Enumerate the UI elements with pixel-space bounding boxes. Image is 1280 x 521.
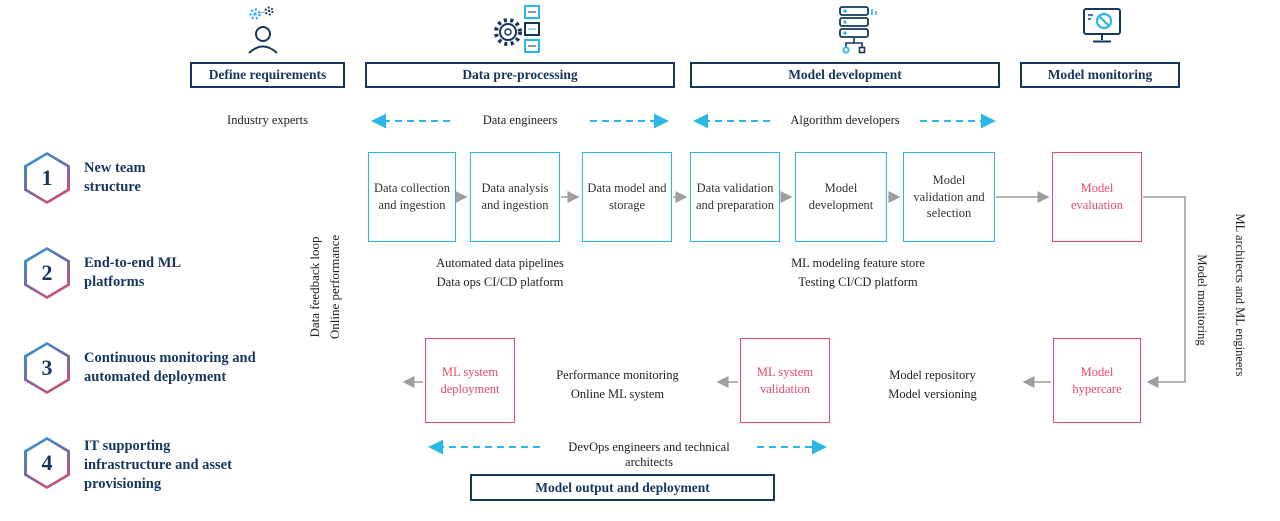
note-line: Model repository [889,368,976,382]
role-data-engineers: Data engineers [482,113,558,127]
role-algorithm-developers: Algorithm developers [790,113,900,127]
box-data-analysis: Data analysis and ingestion [470,152,560,242]
gear-documents-icon [490,2,544,61]
note-ml-feature-store: ML modeling feature store Testing CI/CD … [753,254,963,292]
step-number: 4 [27,440,67,486]
data-feedback-loop-label: Data feedback loop [307,236,322,338]
vertical-model-monitoring-label: Model monitoring [1195,254,1209,346]
vertical-feedback-label: Data feedback loop Online performance [305,212,345,362]
box-ml-system-validation: ML system validation [740,338,830,423]
phase-label: Model monitoring [1047,67,1153,82]
step-number: 3 [27,345,67,391]
box-data-model-storage: Data model and storage [582,152,672,242]
role-industry-experts: Industry experts [227,113,308,127]
note-line: Performance monitoring [556,368,679,382]
phase-model-development: Model development [690,62,1000,88]
box-model-validation: Model validation and selection [903,152,995,242]
sidebar-item-2-label: End-to-end ML platforms [84,255,181,290]
phase-define-requirements: Define requirements [190,62,345,88]
hexagon-step-3: 3 [24,342,70,394]
phase-model-monitoring: Model monitoring [1020,62,1180,88]
server-stack-icon [830,4,882,61]
step-number: 2 [27,250,67,296]
note-line: Automated data pipelines [436,256,564,270]
evaluation-to-hypercare-connector [1143,196,1186,388]
vertical-ml-architects-label: ML architects and ML engineers [1233,213,1247,377]
phase-label: Model development [788,67,902,82]
footer-label: Model output and deployment [535,479,710,495]
note-line: Data ops CI/CD platform [436,274,564,289]
footer-model-output-deployment: Model output and deployment [470,474,775,501]
sidebar-item-1-label: New team structure [84,160,146,195]
note-performance-monitoring: Performance monitoring Online ML system [530,366,705,404]
note-line: Testing CI/CD platform [798,274,918,289]
monitor-alert-icon [1080,4,1130,59]
note-data-pipelines: Automated data pipelines Data ops CI/CD … [395,254,605,292]
hexagon-step-2: 2 [24,247,70,299]
step-number: 1 [27,155,67,201]
phase-label: Define requirements [208,67,327,82]
phase-label: Data pre-processing [462,67,578,82]
person-gears-icon [238,2,290,61]
role-devops-engineers: DevOps engineers and technical architect… [568,440,730,469]
box-model-evaluation: Model evaluation [1052,152,1142,242]
note-line: Model versioning [888,386,977,401]
sidebar-item-4-label: IT supporting infrastructure and asset p… [84,438,232,492]
box-data-collection: Data collection and ingestion [368,152,456,242]
note-line: Online ML system [570,386,665,401]
note-model-repository: Model repository Model versioning [845,366,1020,404]
online-performance-label: Online performance [326,234,342,340]
hexagon-step-1: 1 [24,152,70,204]
box-model-hypercare: Model hypercare [1053,338,1141,423]
phase-data-preprocessing: Data pre-processing [365,62,675,88]
note-line: ML modeling feature store [791,256,925,270]
box-ml-system-deployment: ML system deployment [425,338,515,423]
hexagon-step-4: 4 [24,437,70,489]
box-model-development: Model development [795,152,887,242]
box-data-validation: Data validation and preparation [690,152,780,242]
sidebar-item-3-label: Continuous monitoring and automated depl… [84,350,256,385]
